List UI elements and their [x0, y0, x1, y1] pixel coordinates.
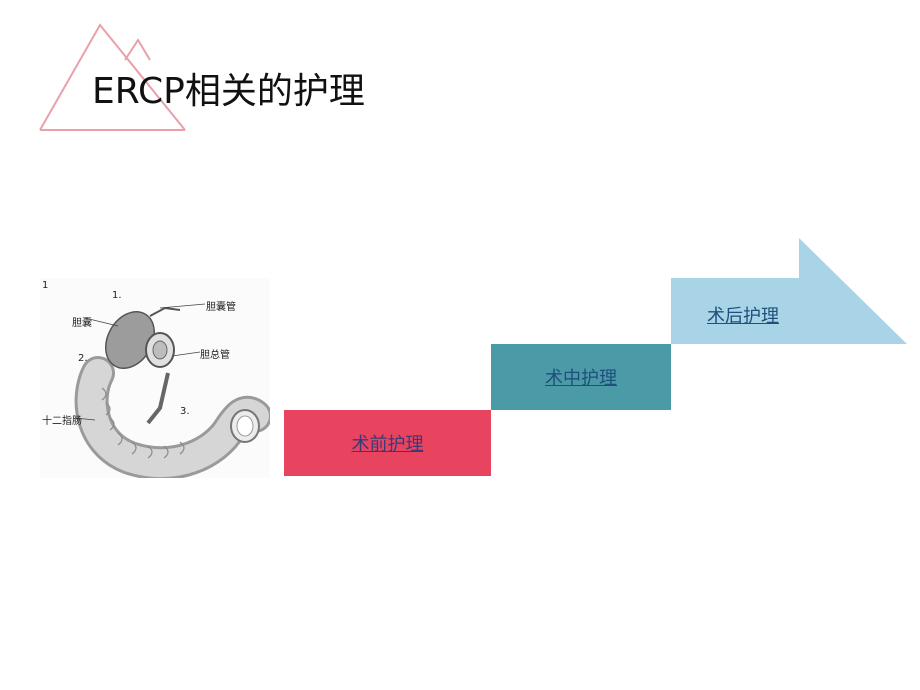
label-1: 1. [112, 290, 122, 301]
decorative-triangles [39, 23, 186, 131]
step-postop[interactable]: 术后护理 [671, 238, 907, 344]
label-cystic-duct: 胆囊管 [206, 302, 236, 313]
duodenum-diagram [74, 303, 270, 478]
label-gallbladder: 胆囊 [72, 318, 92, 329]
step-postop-link[interactable]: 术后护理 [707, 306, 779, 327]
figure-number: 1 [42, 280, 49, 291]
anatomy-illustration: 1 1. 2. 3. 胆囊 胆囊管 胆总管 十二指肠 [40, 278, 270, 478]
label-common-bile-duct: 胆总管 [200, 350, 230, 361]
step-preop[interactable]: 术前护理 [284, 410, 491, 476]
step-preop-link[interactable]: 术前护理 [351, 434, 424, 455]
step-postop-arrow [671, 238, 907, 344]
step-intraop[interactable]: 术中护理 [491, 344, 671, 410]
slide-title: ERCP相关的护理 [92, 71, 365, 112]
label-duodenum: 十二指肠 [42, 416, 82, 427]
label-2: 2. [78, 353, 88, 364]
label-3: 3. [180, 406, 190, 417]
step-intraop-link[interactable]: 术中护理 [545, 368, 617, 389]
